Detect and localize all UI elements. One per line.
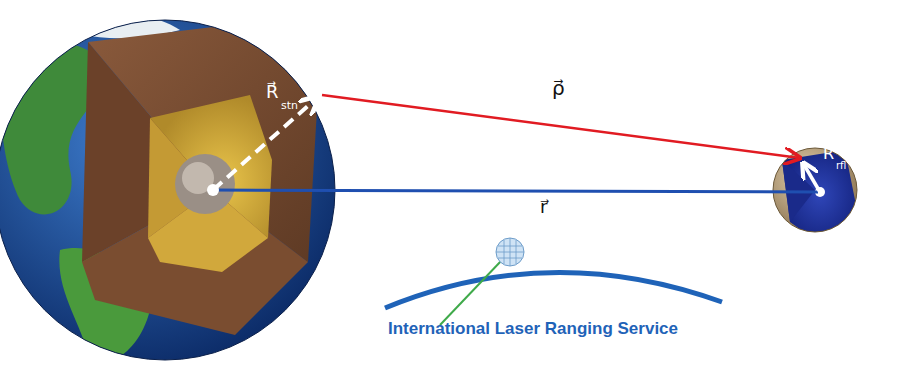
vector-symbol: R⃗ xyxy=(266,83,279,101)
vector-subscript: rfl xyxy=(836,161,846,171)
vector-symbol: R⃗ xyxy=(823,146,834,162)
vector-subscript: stn xyxy=(281,100,298,111)
logo-text: International Laser Ranging Service xyxy=(388,320,678,337)
vector-symbol: ρ⃗ xyxy=(552,78,565,98)
vector-symbol: r⃗ xyxy=(540,198,547,216)
